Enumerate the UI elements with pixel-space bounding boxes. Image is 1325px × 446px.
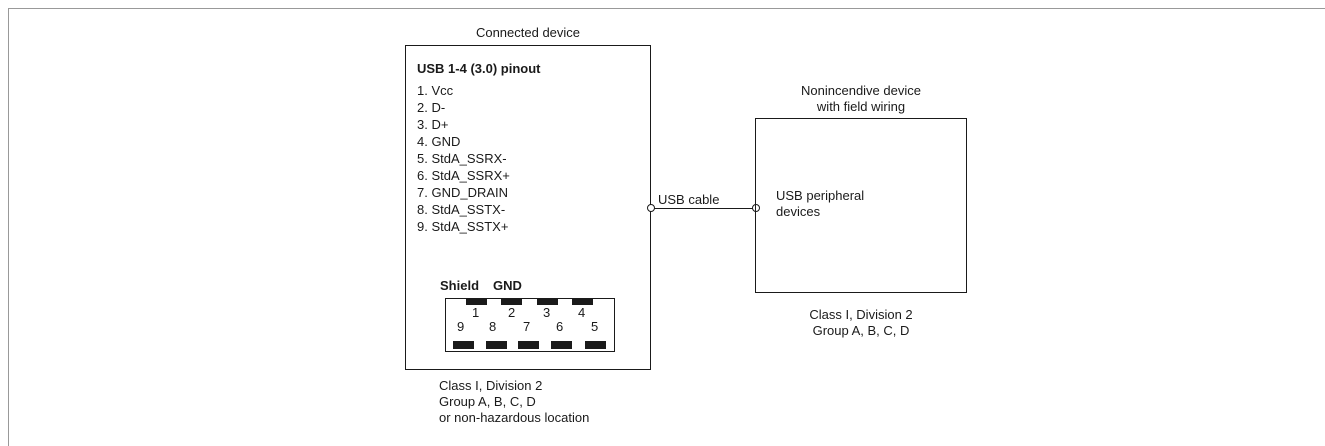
connector-pin-1: [466, 298, 487, 305]
connector-pin-2: [501, 298, 522, 305]
peripheral-location: Class I, Division 2 Group A, B, C, D: [755, 307, 967, 339]
pin-list: 1. Vcc 2. D- 3. D+ 4. GND 5. StdA_SSRX- …: [417, 82, 510, 235]
cable-terminal-right: [752, 204, 760, 212]
connector-pin-3: [537, 298, 558, 305]
location-line: Class I, Division 2: [439, 378, 543, 393]
peripheral-body-line: USB peripheral: [776, 188, 865, 203]
connector-bottom-number: 9: [457, 319, 465, 334]
connector-bottom-number: 5: [591, 319, 599, 334]
peripheral-header-line: with field wiring: [816, 99, 906, 114]
usb-cable-line: [654, 208, 757, 209]
pin-item: 5. StdA_SSRX-: [417, 151, 507, 166]
connector-pin-8: [486, 341, 507, 349]
connector-bottom-number: 8: [489, 319, 497, 334]
connector-pin-5: [585, 341, 606, 349]
connector-pin-9: [453, 341, 474, 349]
location-line: or non-hazardous location: [439, 410, 590, 425]
connector-top-number: 3: [543, 305, 551, 320]
connector-top-number: 2: [508, 305, 516, 320]
connected-device-box: USB 1-4 (3.0) pinout 1. Vcc 2. D- 3. D+ …: [405, 45, 651, 370]
peripheral-device-box: USB peripheral devices: [755, 118, 967, 293]
usb3-connector-outline: 1 2 3 4 9 8 7 6 5: [445, 298, 615, 352]
peripheral-header-line: Nonincendive device: [801, 83, 921, 98]
connector-bottom-number: 7: [523, 319, 531, 334]
pin-item: 4. GND: [417, 134, 461, 149]
cable-terminal-left: [647, 204, 655, 212]
pinout-title: USB 1-4 (3.0) pinout: [417, 61, 541, 76]
connector-top-number: 1: [472, 305, 480, 320]
location-line: Class I, Division 2: [809, 307, 913, 322]
connected-device-location: Class I, Division 2 Group A, B, C, D or …: [439, 378, 589, 426]
connected-device-header: Connected device: [475, 25, 581, 40]
pin-item: 2. D-: [417, 100, 446, 115]
pin-item: 9. StdA_SSTX+: [417, 219, 509, 234]
pin-item: 1. Vcc: [417, 83, 454, 98]
location-line: Group A, B, C, D: [812, 323, 910, 338]
connector-pin-4: [572, 298, 593, 305]
usb-cable-label: USB cable: [658, 192, 720, 207]
gnd-label: GND: [493, 278, 522, 293]
connector-top-number: 4: [578, 305, 586, 320]
pin-item: 8. StdA_SSTX-: [417, 202, 506, 217]
pin-item: 6. StdA_SSRX+: [417, 168, 510, 183]
connector-pin-6: [551, 341, 572, 349]
pin-item: 7. GND_DRAIN: [417, 185, 509, 200]
peripheral-header: Nonincendive device with field wiring: [755, 83, 967, 115]
shield-label: Shield: [440, 278, 480, 293]
peripheral-body: USB peripheral devices: [776, 188, 864, 220]
connector-pin-7: [518, 341, 539, 349]
connector-bottom-number: 6: [556, 319, 564, 334]
pin-item: 3. D+: [417, 117, 449, 132]
location-line: Group A, B, C, D: [439, 394, 536, 409]
diagram-frame: [8, 8, 1325, 446]
peripheral-body-line: devices: [776, 204, 821, 219]
